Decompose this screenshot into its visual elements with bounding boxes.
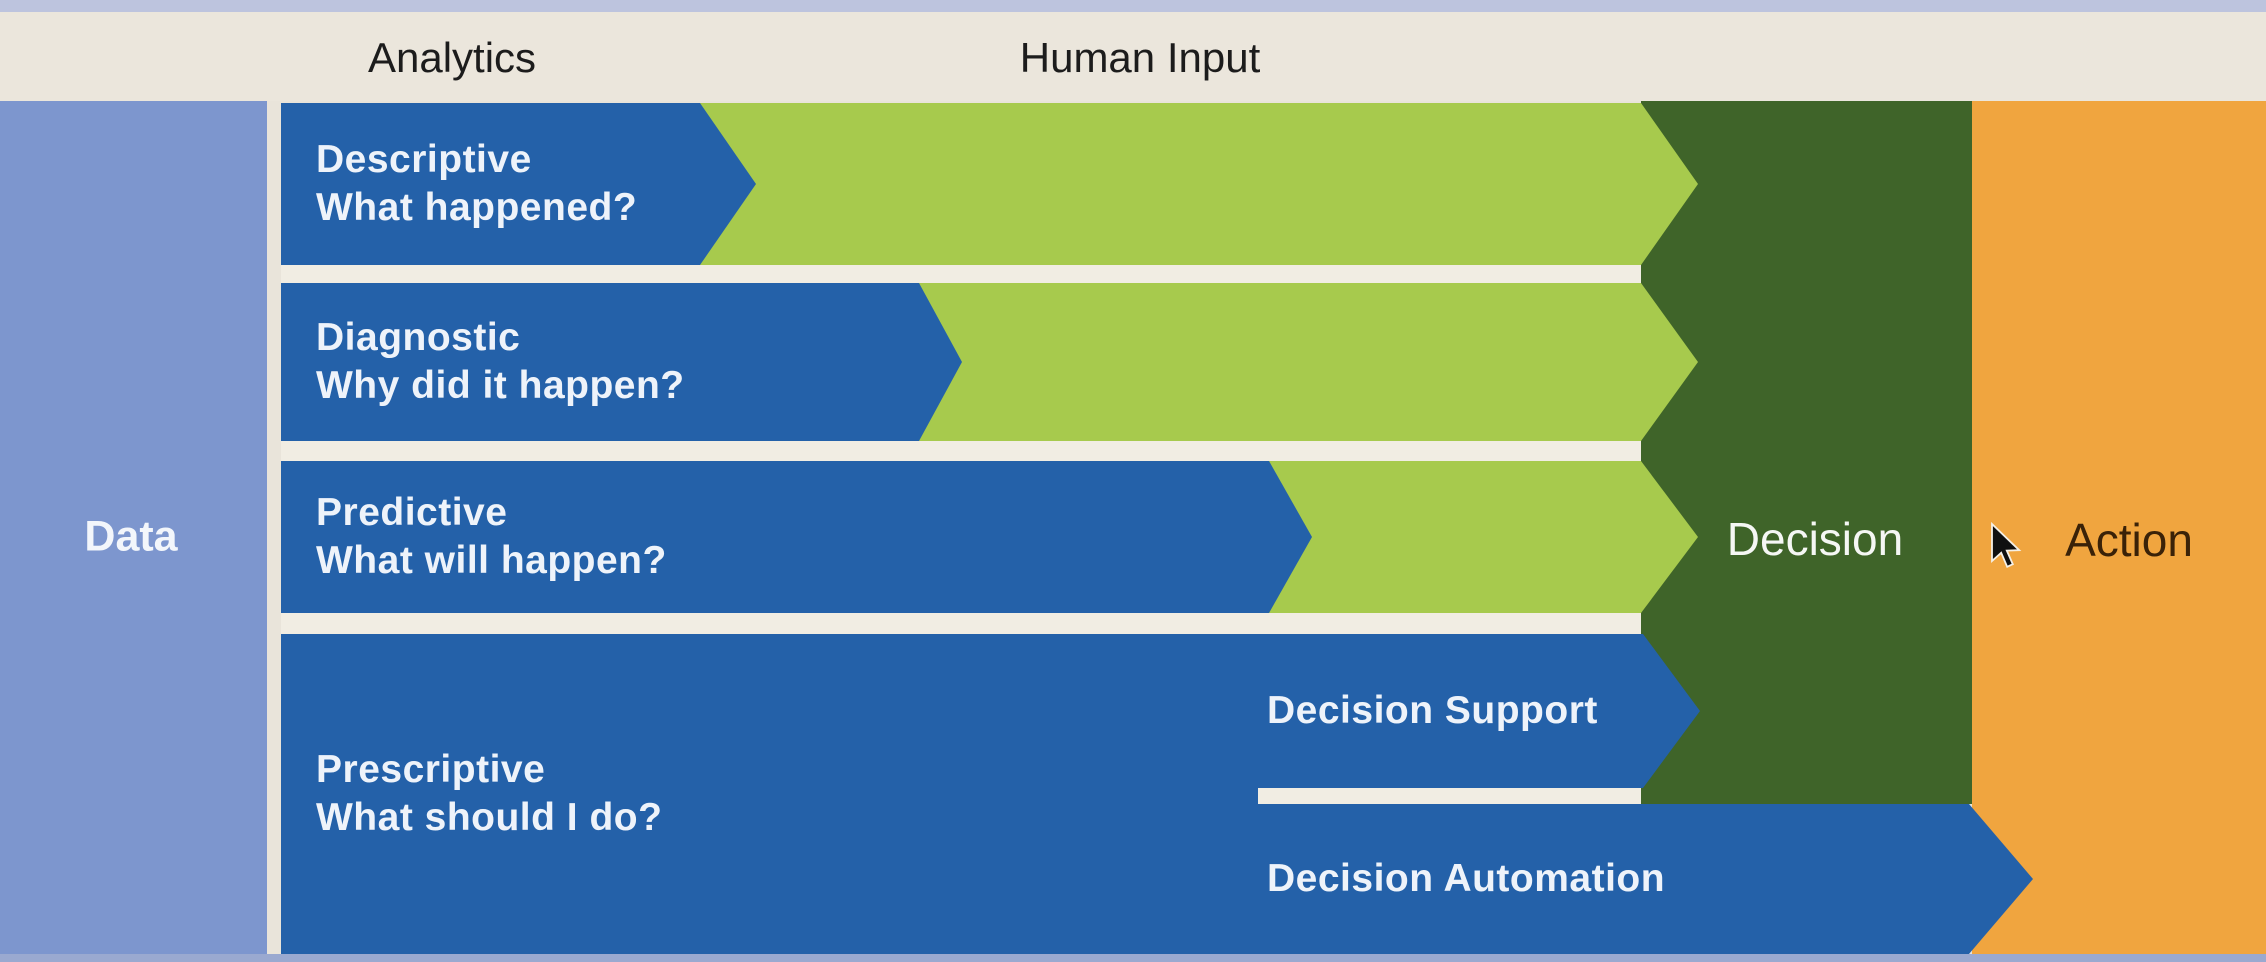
descriptive-arrow: Descriptive What happened? bbox=[281, 103, 756, 265]
predictive-title: Predictive bbox=[316, 491, 508, 534]
descriptive-question: What happened? bbox=[316, 186, 638, 229]
header-band bbox=[0, 12, 2266, 101]
prescriptive-title: Prescriptive bbox=[316, 748, 546, 791]
decision-support-label: Decision Support bbox=[1267, 689, 1598, 732]
decision-mode-separator bbox=[1258, 788, 1641, 804]
decision-panel bbox=[1641, 101, 1980, 804]
decision-label: Decision bbox=[1726, 513, 1904, 565]
data-column bbox=[0, 101, 267, 954]
row-separator bbox=[281, 613, 1641, 634]
analytics-header-label: Analytics bbox=[367, 34, 537, 81]
human-input-header-label: Human Input bbox=[1019, 34, 1261, 81]
predictive-arrow: Predictive What will happen? bbox=[281, 461, 1312, 613]
row-separator bbox=[281, 265, 1641, 283]
action-panel bbox=[1972, 101, 2266, 954]
decision-automation-arrow: Decision Automation bbox=[1255, 804, 2033, 954]
decision-automation-label: Decision Automation bbox=[1267, 857, 1666, 900]
descriptive-title: Descriptive bbox=[316, 138, 532, 181]
prescriptive-block: Prescriptive What should I do? bbox=[281, 634, 1258, 954]
row-separator bbox=[281, 441, 1641, 461]
top-window-strip bbox=[0, 0, 2266, 12]
prescriptive-question: What should I do? bbox=[316, 796, 663, 839]
predictive-question: What will happen? bbox=[316, 539, 667, 582]
bottom-window-strip bbox=[0, 954, 2266, 962]
mouse-cursor-icon bbox=[1988, 521, 2022, 574]
diagnostic-title: Diagnostic bbox=[316, 316, 521, 359]
data-label: Data bbox=[84, 512, 178, 561]
diagnostic-question: Why did it happen? bbox=[316, 364, 685, 407]
diagnostic-arrow: Diagnostic Why did it happen? bbox=[281, 283, 962, 441]
decision-support-arrow: Decision Support bbox=[1255, 634, 1700, 788]
action-label: Action bbox=[2065, 514, 2193, 566]
